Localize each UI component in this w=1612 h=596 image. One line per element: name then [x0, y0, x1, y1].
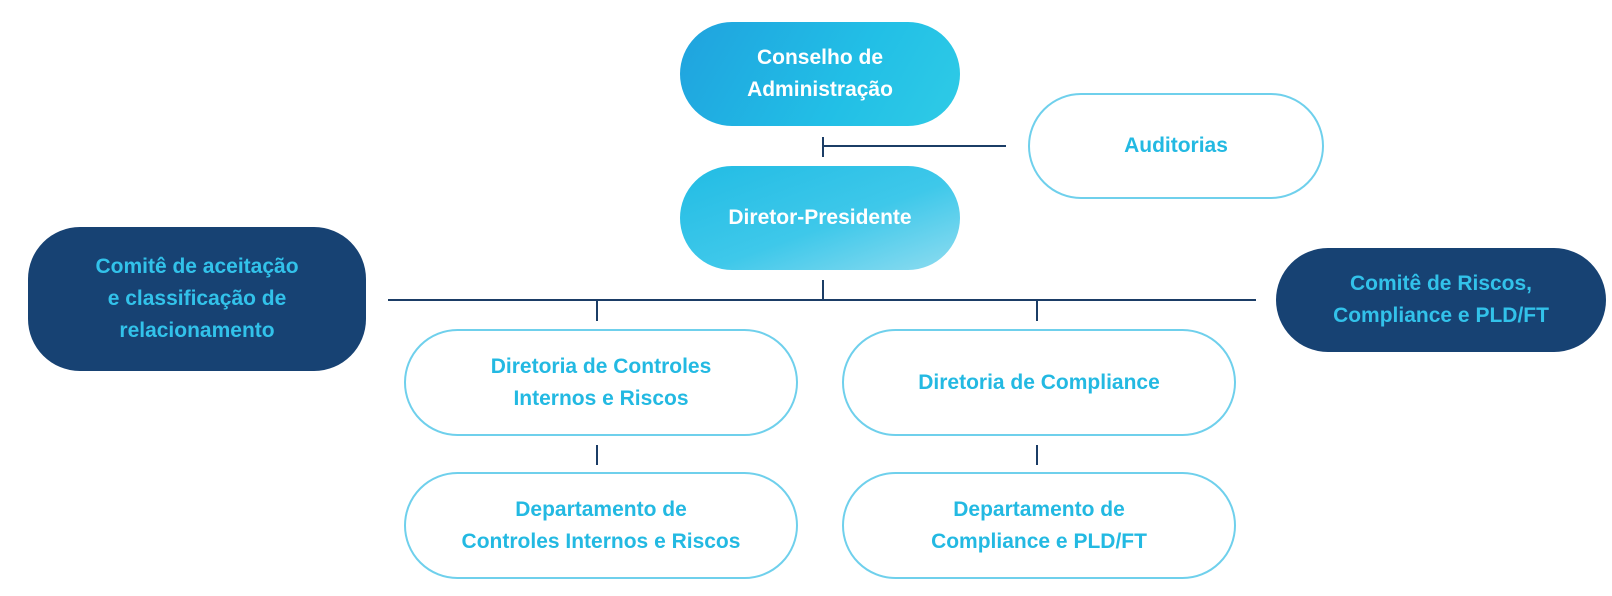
dept-controls-label: Departamento de Controles Internos e Ris…: [461, 497, 741, 553]
dir-controls-node: Diretoria de Controles Internos e Riscos: [404, 329, 798, 436]
connector-audits: [822, 145, 1006, 147]
dir-controls-label: Diretoria de Controles Internos e Riscos: [490, 354, 712, 410]
audits-node: Auditorias: [1028, 93, 1324, 199]
connector-horizontal-bar: [388, 299, 1256, 301]
board-node: Conselho de Administração: [680, 22, 960, 126]
connector-ceo-down: [822, 280, 824, 300]
committee-left-node: Comitê de aceitação e classificação de r…: [28, 227, 366, 371]
dept-controls-node: Departamento de Controles Internos e Ris…: [404, 472, 798, 579]
dir-compliance-label: Diretoria de Compliance: [918, 370, 1160, 394]
committee-right-node: Comitê de Riscos, Compliance e PLD/FT: [1276, 248, 1606, 352]
board-label: Conselho de Administração: [747, 46, 893, 101]
committee-right-label: Comitê de Riscos, Compliance e PLD/FT: [1333, 272, 1549, 327]
ceo-label: Diretor-Presidente: [728, 206, 912, 229]
dept-compliance-node: Departamento de Compliance e PLD/FT: [842, 472, 1236, 579]
connector-dir-compliance-dept: [1036, 445, 1038, 465]
connector-to-dir-controls: [596, 301, 598, 321]
ceo-node: Diretor-Presidente: [680, 166, 960, 270]
connector-dir-controls-dept: [596, 445, 598, 465]
connector-board-ceo: [822, 137, 824, 157]
committee-left-label: Comitê de aceitação e classificação de r…: [95, 255, 299, 342]
audits-label: Auditorias: [1124, 134, 1228, 157]
dept-compliance-label: Departamento de Compliance e PLD/FT: [931, 497, 1147, 553]
connector-to-dir-compliance: [1036, 301, 1038, 321]
dir-compliance-node: Diretoria de Compliance: [842, 329, 1236, 436]
